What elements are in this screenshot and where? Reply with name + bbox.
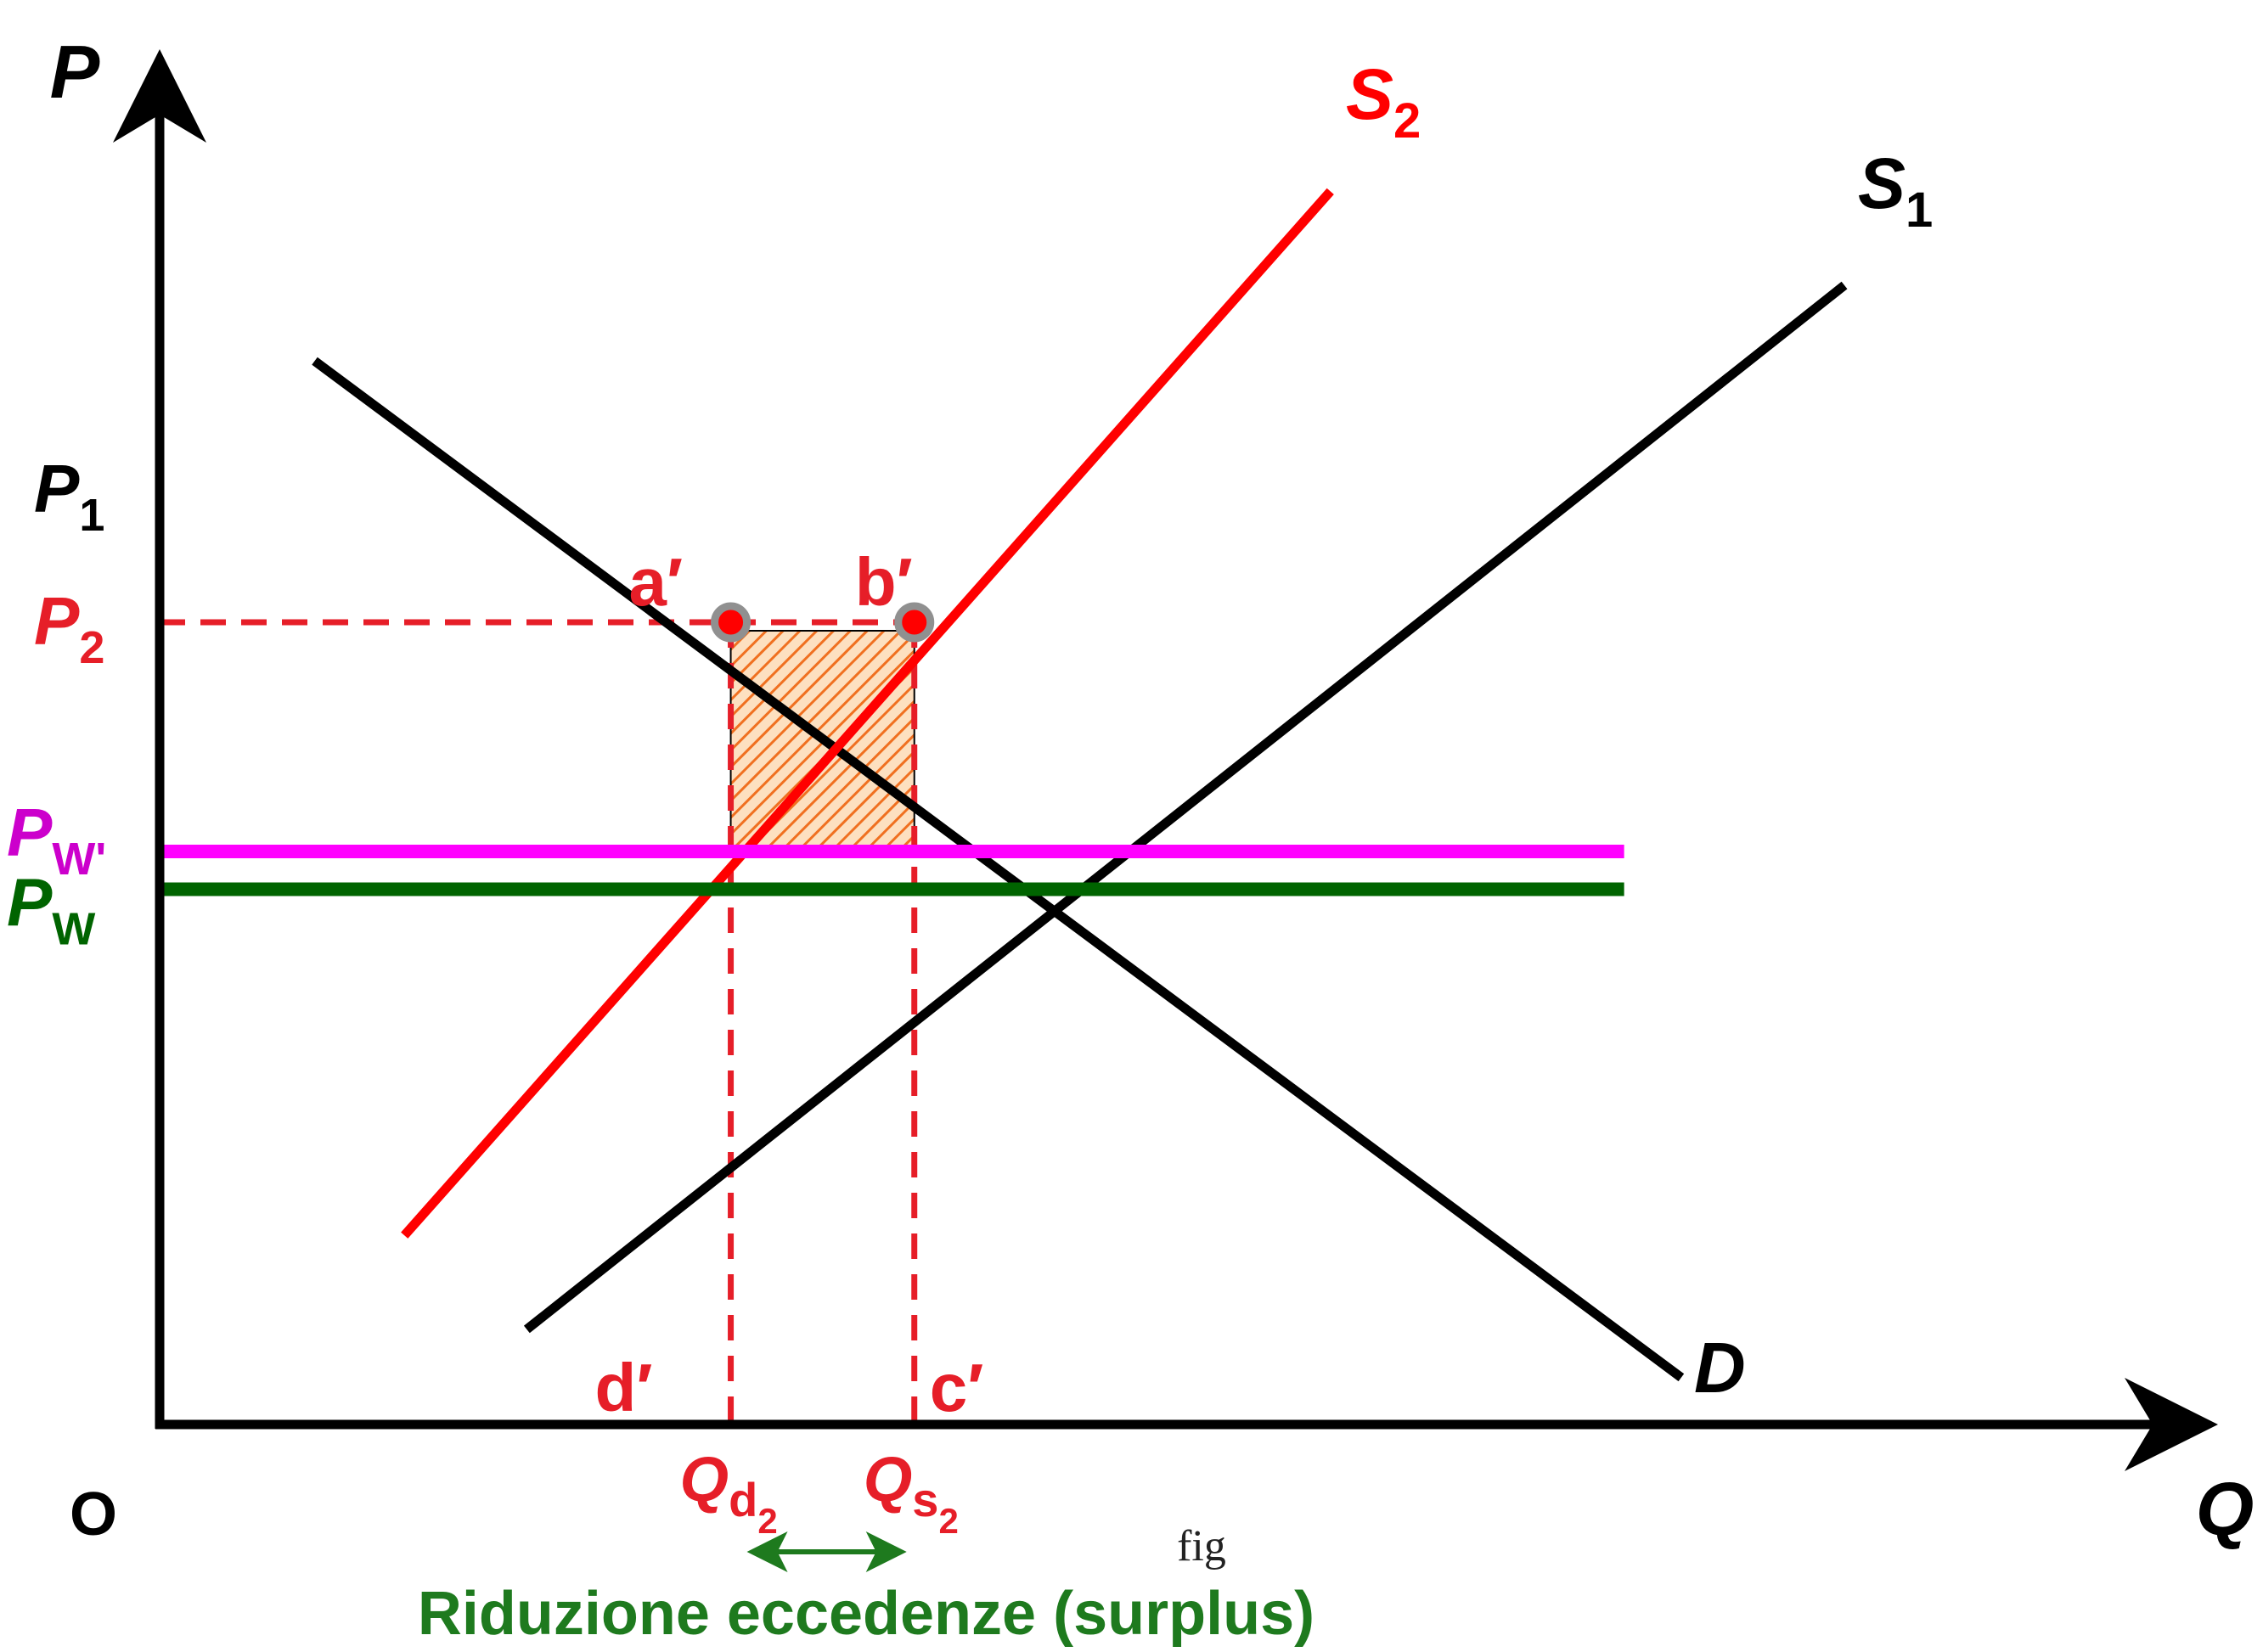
quantity-label-d2: Qd2 [680, 1444, 778, 1541]
origin-label: O [70, 1481, 117, 1548]
point-marker-b [894, 602, 935, 643]
curve-label-s1: S1 [1858, 143, 1933, 238]
curve-label-d: D [1694, 1328, 1746, 1408]
curve-d [312, 357, 1685, 1382]
point-label-0: a′ [629, 544, 684, 620]
curve-s2 [401, 188, 1334, 1239]
curves [160, 188, 1848, 1382]
y-axis-title: P [50, 30, 100, 114]
quantity-label-s2: Qs2 [864, 1444, 959, 1541]
curve-s1 [523, 281, 1848, 1334]
x-axis-title: Q [2196, 1467, 2254, 1551]
point-labels: a′ b′ c′ d′ [595, 544, 984, 1425]
point-marker-a [711, 602, 752, 643]
point-markers [711, 602, 935, 643]
quantity-labels: Qd2 Qs2 [680, 1444, 959, 1541]
point-label-1: b′ [855, 544, 913, 620]
curve-label-s2: S2 [1346, 54, 1421, 149]
surplus-reduction-note: Riduzione eccedenze (surplus) [418, 1580, 1314, 1648]
price-label-1: P2 [34, 583, 104, 673]
price-label-0: P1 [34, 451, 104, 541]
point-label-2: c′ [930, 1350, 984, 1425]
point-label-3: d′ [595, 1350, 653, 1425]
figure-caption: fig [1177, 1522, 1226, 1571]
guide-lines [160, 619, 918, 1424]
